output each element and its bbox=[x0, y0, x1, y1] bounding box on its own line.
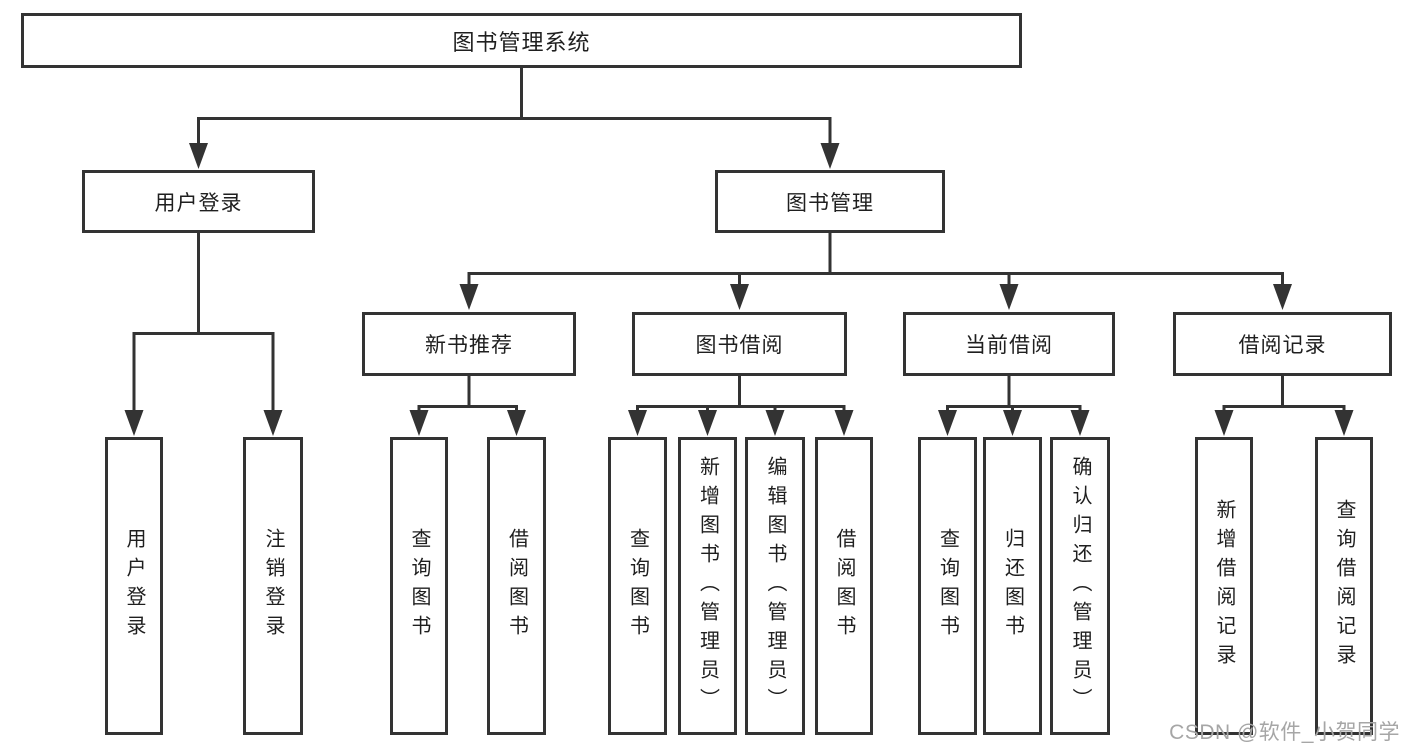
leaf-user-login: 用户登录 bbox=[105, 437, 163, 735]
node-borrow-record: 借阅记录 bbox=[1173, 312, 1392, 376]
leaf-edit-book-admin: 编辑图书（管理员） bbox=[745, 437, 805, 735]
leaf-add-book-admin: 新增图书（管理员） bbox=[678, 437, 737, 735]
node-new-book-recommend: 新书推荐 bbox=[362, 312, 576, 376]
node-current-borrow: 当前借阅 bbox=[903, 312, 1115, 376]
connector-user-login-to-leaves bbox=[132, 233, 275, 412]
node-user-login: 用户登录 bbox=[82, 170, 315, 233]
leaf-query-borrow-record: 查询借阅记录 bbox=[1315, 437, 1373, 735]
connector-current-borrow-to-leaves bbox=[946, 376, 1082, 413]
arrowhead-icons bbox=[124, 143, 1354, 436]
leaf-add-borrow-record: 新增借阅记录 bbox=[1195, 437, 1253, 735]
leaf-confirm-return-admin: 确认归还（管理员） bbox=[1050, 437, 1110, 735]
connector-new-book-to-leaves bbox=[417, 376, 518, 413]
node-book-management: 图书管理 bbox=[715, 170, 945, 233]
leaf-query-book-current: 查询图书 bbox=[918, 437, 977, 735]
node-book-borrow: 图书借阅 bbox=[632, 312, 847, 376]
leaf-borrow-book: 借阅图书 bbox=[815, 437, 873, 735]
leaf-query-book-recommend: 查询图书 bbox=[390, 437, 448, 735]
connector-borrow-record-to-leaves bbox=[1222, 376, 1346, 413]
leaf-logout: 注销登录 bbox=[243, 437, 303, 735]
csdn-watermark: CSDN @软件_小贺同学 bbox=[1169, 721, 1400, 744]
connector-book-borrow-to-leaves bbox=[636, 376, 846, 413]
connector-book-management-to-modules bbox=[467, 233, 1284, 287]
node-root-library-system: 图书管理系统 bbox=[21, 13, 1022, 68]
leaf-return-book: 归还图书 bbox=[983, 437, 1042, 735]
leaf-query-book-borrow: 查询图书 bbox=[608, 437, 667, 735]
connector-root-to-branches bbox=[197, 68, 832, 144]
leaf-borrow-book-recommend: 借阅图书 bbox=[487, 437, 546, 735]
